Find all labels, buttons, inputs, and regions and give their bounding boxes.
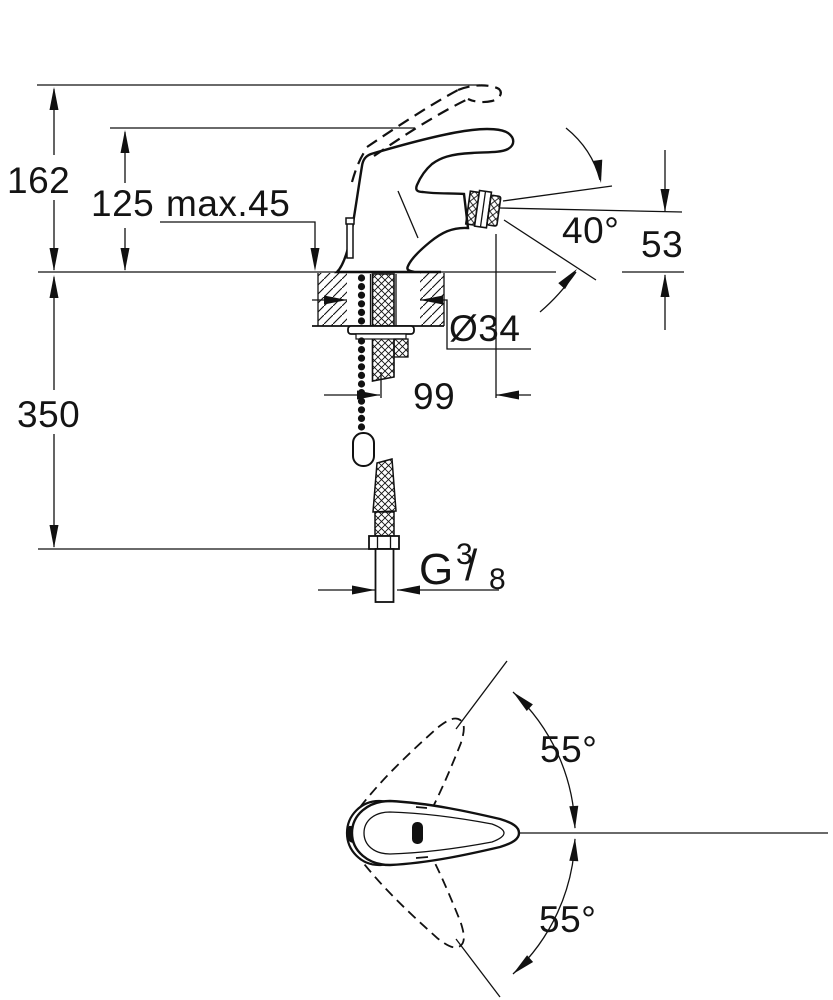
nut-facets xyxy=(376,536,392,549)
hose-length-label: 350 xyxy=(17,394,80,435)
side-view: 162 125 max.45 350 Ø34 xyxy=(7,84,684,603)
centerline-up xyxy=(455,660,508,730)
thread-numerator-label: 3 xyxy=(456,538,473,571)
shank-thread-lines xyxy=(369,274,397,333)
body-outline xyxy=(334,127,515,274)
total-height-label: 162 xyxy=(7,160,70,201)
dim-outlet-height: 53 xyxy=(499,150,684,330)
dim-thread: G 3 / 8 xyxy=(318,538,506,596)
flange-locknut xyxy=(355,333,407,340)
pop-up-rod-cap xyxy=(345,217,355,225)
swing-centerlines xyxy=(455,660,828,998)
swing-down-label: 55° xyxy=(539,899,596,940)
thread-slash-label: / xyxy=(465,541,478,590)
pop-up-rod xyxy=(346,221,354,259)
dim-hose-length: 350 xyxy=(17,275,80,548)
lever-edge-ticks xyxy=(415,806,429,859)
flex-hose-lower xyxy=(372,458,397,513)
lever-center-mark xyxy=(412,822,423,844)
body-inner-line xyxy=(397,190,419,239)
faucet-body xyxy=(334,84,515,274)
connection-tube xyxy=(374,548,395,603)
mounting-flange xyxy=(347,325,415,335)
outlet-height-label: 53 xyxy=(641,224,683,265)
hose-adapter xyxy=(374,511,395,537)
thread-prefix-label: G xyxy=(419,545,453,594)
chain-pull-knob xyxy=(352,432,375,467)
dim-swivel-angle: 40° xyxy=(502,127,619,313)
lever-outline xyxy=(350,799,521,867)
under-deck-assembly xyxy=(347,273,415,603)
deck-thickness-label: max.45 xyxy=(166,183,290,224)
swing-up-label: 55° xyxy=(540,729,597,770)
swivel-angle-label: 40° xyxy=(562,210,619,251)
handle-raised-dashed xyxy=(350,84,502,183)
swing-arcs xyxy=(509,688,580,978)
aerator xyxy=(464,189,502,229)
top-view: 55° 55° xyxy=(337,660,828,998)
spout-reach-label: 99 xyxy=(413,376,455,417)
mounting-stud xyxy=(393,338,409,358)
reference-lines xyxy=(37,84,556,550)
lever-inner-face xyxy=(363,811,505,855)
dim-hole-diameter: Ø34 xyxy=(312,295,531,350)
centerline-down xyxy=(455,938,501,998)
connector-nut xyxy=(368,535,400,550)
dim-body-height: 125 xyxy=(91,130,154,271)
dim-total-height: 162 xyxy=(7,87,70,271)
dim-spout-reach: 99 xyxy=(324,234,531,417)
hole-diameter-label: Ø34 xyxy=(449,308,520,349)
body-height-label: 125 xyxy=(91,183,154,224)
thread-denominator-label: 8 xyxy=(489,563,506,596)
dim-deck-thickness: max.45 xyxy=(160,183,320,271)
handle-top-view xyxy=(345,799,521,867)
